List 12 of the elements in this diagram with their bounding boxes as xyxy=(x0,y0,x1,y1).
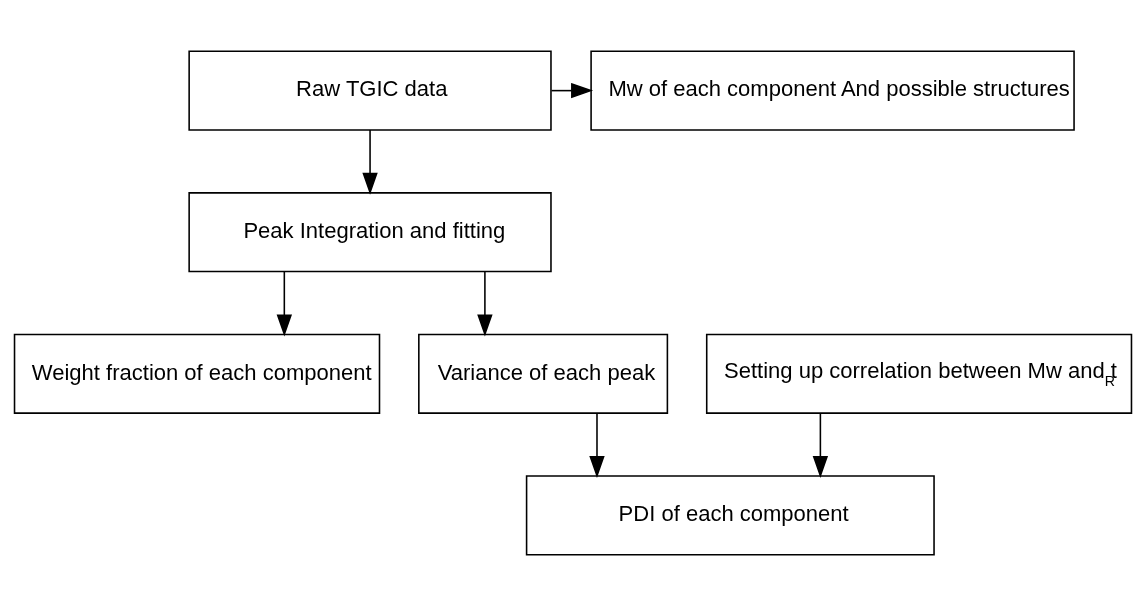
node-box: PDI of each component xyxy=(525,474,935,555)
node-box: Mw of each component And possible structures xyxy=(590,50,1075,131)
arrow xyxy=(362,128,378,195)
arrow xyxy=(276,270,293,336)
arrow xyxy=(477,270,493,336)
node-box: Raw TGIC data xyxy=(188,50,552,131)
node-box: Variance of each peak xyxy=(418,333,669,414)
arrow xyxy=(589,411,605,478)
node-box: Weight fraction of each component xyxy=(13,333,381,414)
node-box: Peak Integration and fitting xyxy=(188,191,552,272)
arrow xyxy=(812,411,829,478)
arrow xyxy=(550,82,594,98)
